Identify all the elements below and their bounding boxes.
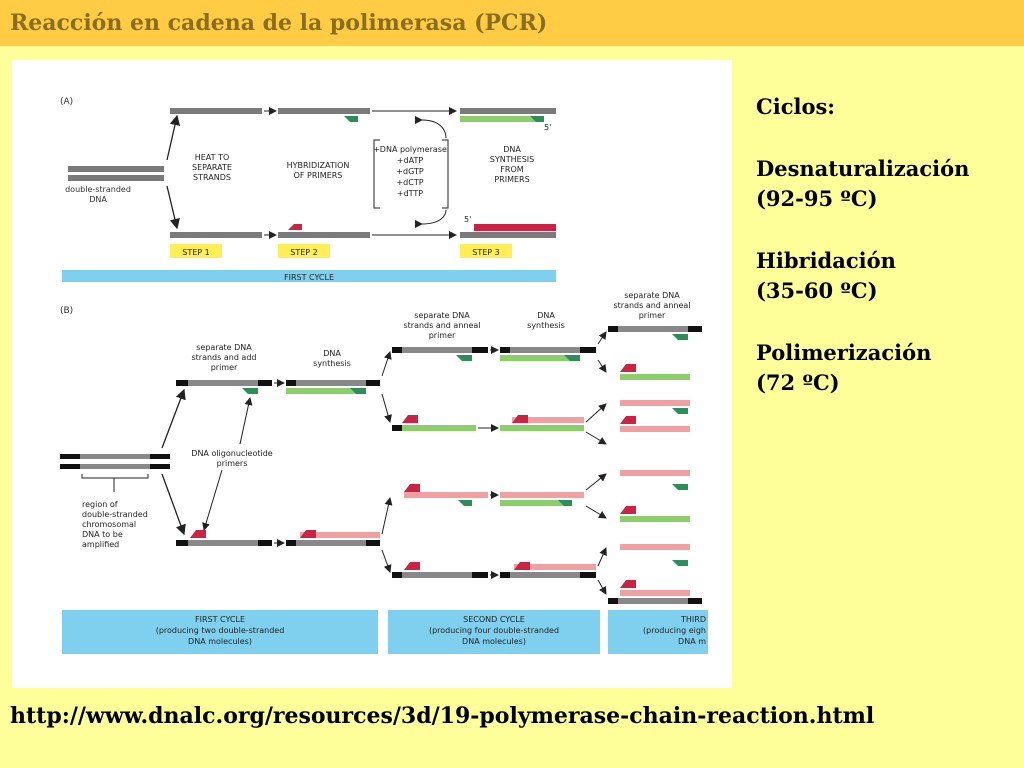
third-cycle-2: (producing eigh: [643, 626, 706, 635]
first-cycle-b-2: (producing two double-stranded: [156, 626, 285, 635]
heat-label-3: STRANDS: [193, 173, 231, 182]
sep-add-2: strands and add: [191, 353, 256, 362]
sep-anneal-2: strands and anneal: [403, 321, 480, 330]
step-polymerization-name: Polimerización: [756, 340, 932, 365]
sep-anneal3-3: primer: [639, 311, 666, 320]
synth1-2: synthesis: [313, 359, 351, 368]
ds-dna-label-2: DNA: [89, 195, 107, 204]
step-3-box: [460, 244, 512, 258]
sep-anneal3-2: strands and anneal: [613, 301, 690, 310]
step-2-label: STEP 2: [290, 248, 317, 257]
step-polymerization: Polimerización (72 ºC): [756, 338, 1016, 398]
c1-top-strand: [176, 380, 272, 394]
step-polymerization-temp: (72 ºC): [756, 370, 840, 395]
five-prime-bottom: 5': [464, 215, 471, 224]
region-label-4: DNA to be: [82, 530, 123, 539]
strand-top-1: [170, 108, 262, 114]
first-cycle-b-1: FIRST CYCLE: [195, 615, 245, 624]
second-cycle-3: DNA molecules): [462, 637, 526, 646]
sep-anneal-1: separate DNA: [414, 311, 470, 320]
heat-label-1: HEAT TO: [195, 153, 230, 162]
second-cycle-bar: [388, 610, 600, 654]
synth1-1: DNA: [323, 349, 341, 358]
step-2-box: [278, 244, 330, 258]
synth2-2: synthesis: [527, 321, 565, 330]
ds-dna: [68, 166, 164, 181]
c1-synth-top: [286, 380, 380, 394]
cycles-heading: Ciclos:: [756, 94, 836, 119]
panel-a-label: (A): [60, 97, 73, 107]
panel-b-label: (B): [60, 306, 73, 316]
reagent-5: +dTTP: [397, 189, 423, 198]
hyb-label-2: OF PRIMERS: [294, 171, 343, 180]
sep-add-1: separate DNA: [196, 343, 252, 352]
new-strand-red: [474, 224, 556, 231]
reagent-3: +dGTP: [396, 167, 424, 176]
reagent-4: +dCTP: [396, 178, 423, 187]
c3-molecules: [608, 326, 702, 604]
primer-red-a: [288, 224, 302, 230]
strand-top-3: [460, 108, 556, 114]
region-label-3: chromosomal: [82, 520, 136, 529]
slide-title: Reacción en cadena de la polimerasa (PCR…: [10, 10, 548, 36]
pcr-figure: (A) double-stranded DNA HEAT TO SEPARATE…: [12, 60, 732, 688]
c2-mol-4: [392, 562, 596, 578]
step-3-label: STEP 3: [472, 248, 499, 257]
step-1-label: STEP 1: [182, 248, 209, 257]
synth-label-2: SYNTHESIS: [490, 155, 534, 164]
step-1-box: [170, 244, 222, 258]
strand-bottom-1: [170, 232, 262, 238]
region-label-2: double-stranded: [82, 510, 148, 519]
first-cycle-bar: [62, 610, 378, 654]
step-hybridization: Hibridación (35-60 ºC): [756, 246, 1016, 306]
third-cycle-3: DNA m: [678, 637, 706, 646]
oligo-label-1: DNA oligonucleotide: [191, 449, 272, 458]
title-bar: [0, 0, 1024, 46]
sep-add-3: primer: [211, 363, 238, 372]
primer-green-a: [344, 116, 358, 122]
c2-mol-2: [392, 415, 584, 431]
second-cycle-1: SECOND CYCLE: [463, 615, 525, 624]
synth-label-4: PRIMERS: [494, 175, 529, 184]
strand-bottom-3: [460, 232, 556, 238]
c2-mol-1: [392, 347, 596, 361]
ds-dna-label-1: double-stranded: [65, 185, 131, 194]
strand-top-2: [278, 108, 370, 114]
step-hybridization-name: Hibridación: [756, 248, 896, 273]
split-arrow-up: [166, 114, 181, 161]
second-cycle-2: (producing four double-stranded: [429, 626, 559, 635]
synth-label-1: DNA: [503, 145, 521, 154]
first-cycle-a-label: FIRST CYCLE: [284, 273, 334, 282]
first-cycle-bar-a: [62, 270, 556, 282]
source-url[interactable]: http://www.dnalc.org/resources/3d/19-pol…: [10, 703, 875, 729]
c2-mol-3: [404, 484, 584, 506]
step-denaturation: Desnaturalización (92-95 ºC): [756, 154, 1016, 214]
split-arrow-down: [166, 185, 180, 230]
sep-anneal-3: primer: [429, 331, 456, 340]
chromosomal-dna: [60, 454, 170, 469]
first-cycle-b-3: DNA molecules): [188, 637, 252, 646]
reagent-2: +dATP: [397, 156, 424, 165]
reagent-1: +DNA polymerase: [373, 145, 447, 154]
step-denaturation-temp: (92-95 ºC): [756, 186, 878, 211]
step-denaturation-name: Desnaturalización: [756, 156, 970, 181]
synth2-1: DNA: [537, 311, 555, 320]
sep-anneal3-1: separate DNA: [624, 291, 680, 300]
region-label-1: region of: [82, 500, 118, 509]
heat-label-2: SEPARATE: [192, 163, 232, 172]
region-label-5: amplified: [82, 540, 119, 549]
c1-bottom-strand: [176, 530, 272, 546]
third-cycle-1: THIRD: [680, 615, 706, 624]
five-prime-top: 5': [544, 123, 551, 132]
third-cycle-bar: [608, 610, 708, 654]
pcr-diagram: (A) double-stranded DNA HEAT TO SEPARATE…: [60, 97, 708, 654]
oligo-label-2: primers: [217, 459, 248, 468]
hyb-label-1: HYBRIDIZATION: [287, 161, 350, 170]
step-hybridization-temp: (35-60 ºC): [756, 278, 878, 303]
synth-label-3: FROM: [500, 165, 523, 174]
strand-bottom-2: [278, 232, 370, 238]
c1-synth-bottom: [286, 530, 380, 546]
cycles-panel: Ciclos: Desnaturalización (92-95 ºC) Hib…: [756, 92, 1016, 430]
new-strand-green: [460, 116, 544, 122]
